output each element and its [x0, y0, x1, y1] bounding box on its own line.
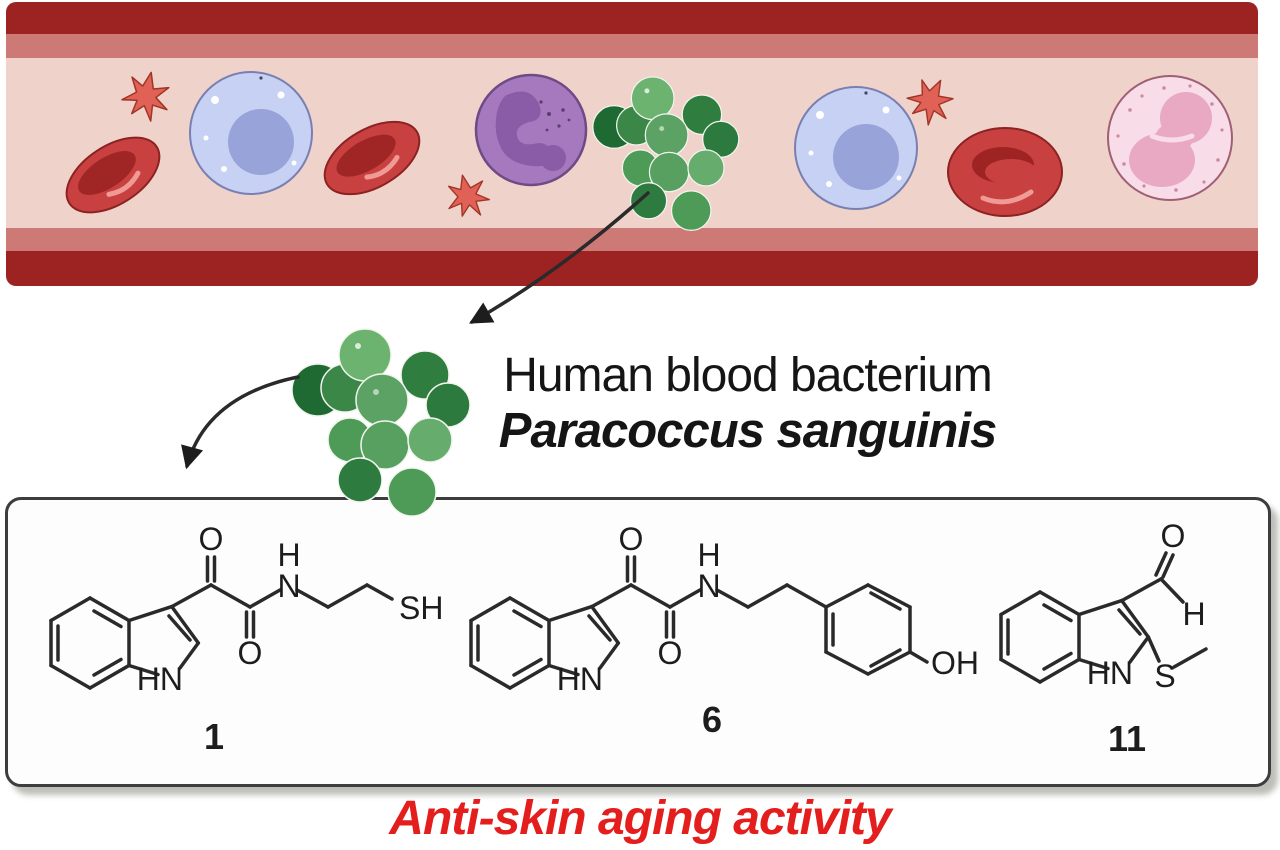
title-line2-species-name: Paracoccus sanguinis — [498, 404, 997, 458]
bacteria-cluster — [291, 328, 471, 517]
curved-arrow-to-structures — [181, 375, 300, 470]
bacterium-title: Human blood bacterium Paracoccus sanguin… — [455, 349, 1040, 460]
platelet — [899, 69, 961, 132]
platelet — [440, 169, 494, 224]
vessel-wall — [6, 2, 1258, 286]
eosinophil-cell — [1107, 75, 1233, 201]
bacteria-cluster-in-vessel — [592, 76, 740, 231]
lymphocyte-cell — [189, 71, 313, 195]
platelet — [118, 67, 174, 125]
red-blood-cell-front — [947, 127, 1063, 217]
arrow-vessel-to-bacterium — [469, 191, 650, 324]
activity-caption: Anti-skin aging activity — [389, 792, 891, 845]
monocyte-cell — [474, 73, 588, 187]
red-blood-cell — [54, 122, 173, 227]
vessel-inner-stripe-bottom — [6, 228, 1258, 251]
compound-box — [5, 497, 1271, 787]
blood-vessel-illustration — [6, 2, 1258, 286]
title-line1: Human blood bacterium — [503, 349, 993, 402]
red-blood-cell — [312, 107, 431, 209]
vessel-inner-stripe-top — [6, 34, 1258, 58]
lymphocyte-cell — [794, 86, 918, 210]
vessel-plasma — [6, 58, 1258, 228]
